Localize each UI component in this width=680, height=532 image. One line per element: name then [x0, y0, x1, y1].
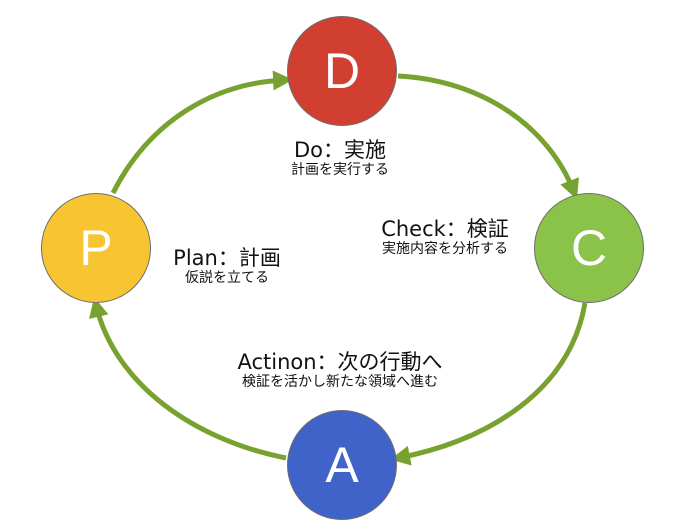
plan-subtitle: 仮説を立てる — [185, 270, 269, 286]
act-title: Actinon：次の行動へ — [237, 350, 443, 374]
check-label: Check：検証 実施内容を分析する — [350, 217, 540, 258]
do-node: D — [287, 16, 397, 126]
plan-label: Plan：計画 仮説を立てる — [152, 246, 302, 287]
check-subtitle: 実施内容を分析する — [382, 241, 508, 257]
check-title: Check：検証 — [381, 217, 509, 241]
arrow-check-to-act — [390, 302, 588, 466]
do-title: Do：実施 — [293, 138, 387, 162]
plan-title: Plan：計画 — [173, 246, 281, 270]
act-subtitle: 検証を活かし新たな領域へ進む — [242, 374, 438, 390]
do-subtitle: 計画を実行する — [291, 162, 389, 178]
arrow-act-to-plan — [89, 297, 287, 461]
do-label: Do：実施 計画を実行する — [270, 138, 410, 179]
check-node: C — [534, 193, 644, 303]
arrow-plan-to-do — [110, 70, 293, 195]
plan-node: P — [41, 193, 151, 303]
act-node: A — [287, 410, 397, 520]
arrow-do-to-check — [397, 73, 579, 200]
act-label: Actinon：次の行動へ 検証を活かし新たな領域へ進む — [195, 350, 485, 391]
